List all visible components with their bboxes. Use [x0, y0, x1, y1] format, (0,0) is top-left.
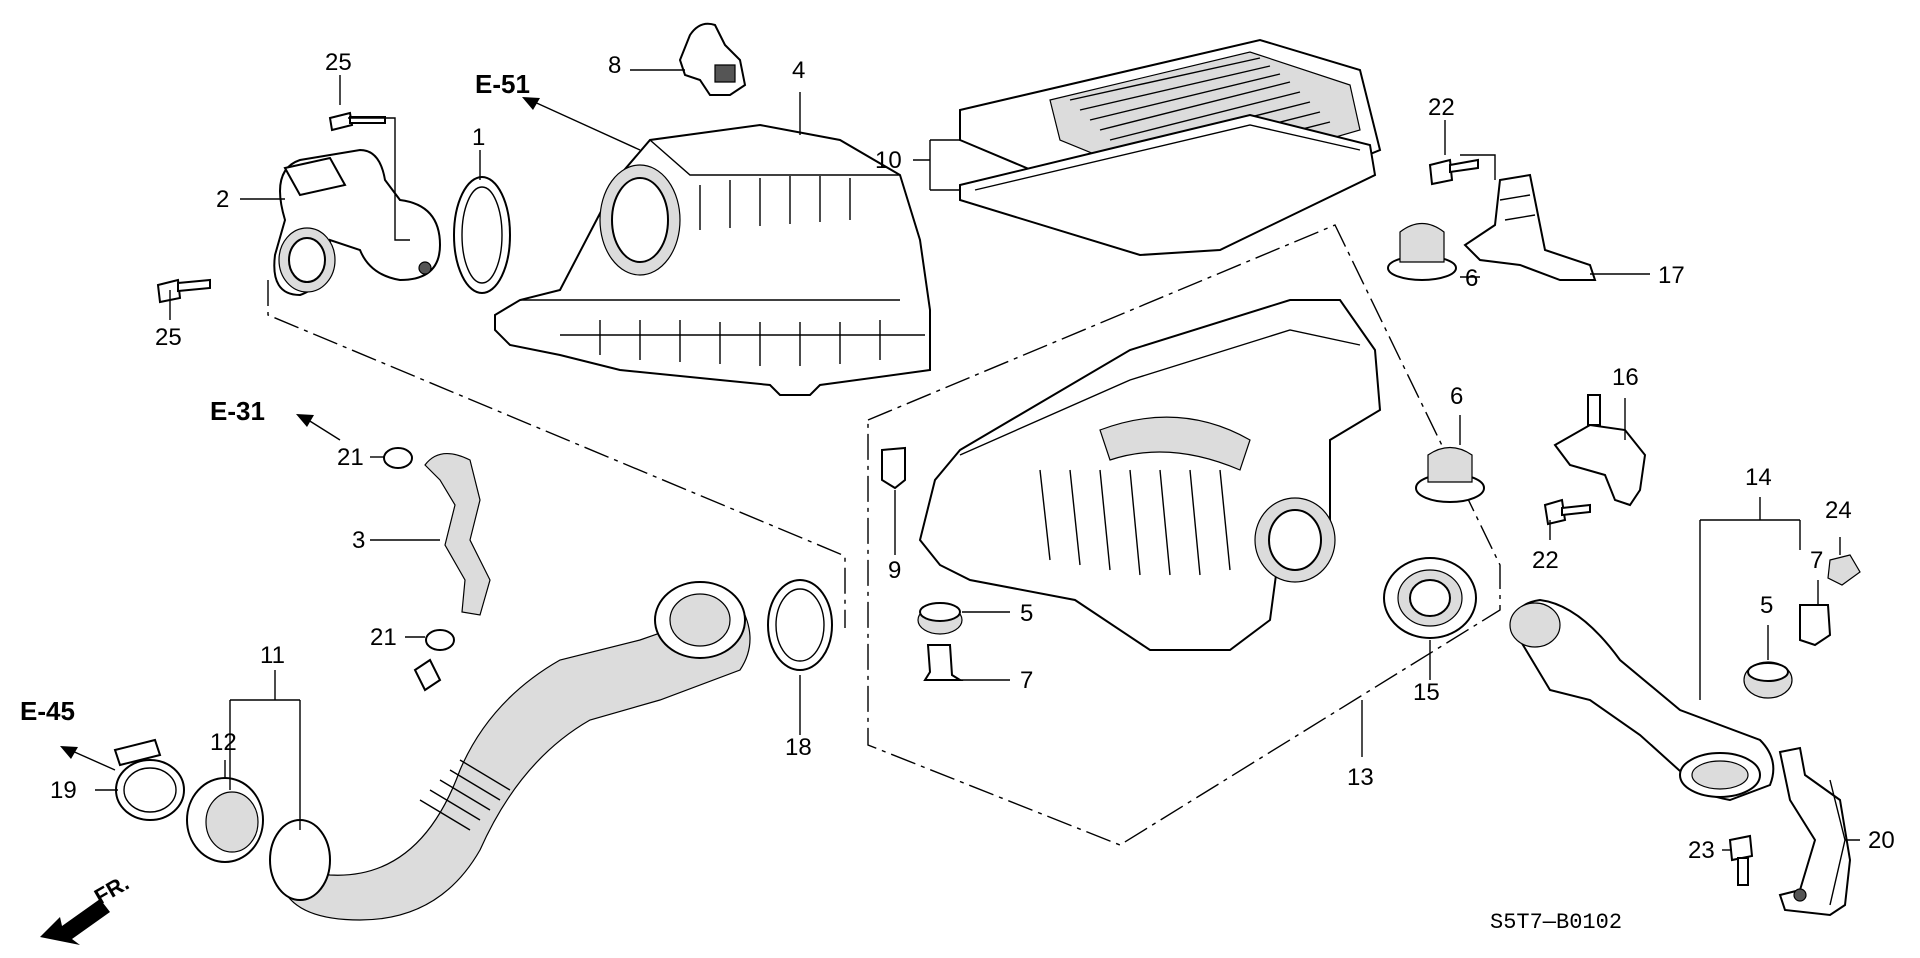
mount-5-left	[917, 602, 963, 635]
callout-3: 3	[352, 527, 365, 554]
callout-6-lower: 6	[1450, 383, 1463, 410]
collar-7-right	[1799, 604, 1832, 647]
callout-7-left: 7	[1020, 667, 1033, 694]
bolt-23-part	[1728, 834, 1754, 886]
callout-12: 12	[210, 729, 237, 756]
callout-19: 19	[50, 777, 77, 804]
bolt-25-lower	[156, 278, 211, 304]
callout-11: 11	[260, 642, 285, 669]
bolt-22-upper	[1428, 158, 1479, 186]
nut-24-part	[1827, 554, 1861, 586]
reference-e45: E-45	[20, 696, 75, 726]
callout-5-right: 5	[1760, 592, 1773, 619]
bracket-16-part	[1553, 394, 1647, 507]
callout-25-upper: 25	[325, 49, 352, 76]
upper-housing-part	[494, 123, 931, 396]
clamp-19-part	[113, 738, 185, 821]
drawing-code: S5T7—B0102	[1490, 910, 1622, 935]
callout-20: 20	[1868, 827, 1895, 854]
callout-5-left: 5	[1020, 600, 1033, 627]
callout-13: 13	[1347, 764, 1374, 791]
resonator-12-part	[186, 777, 264, 863]
group-outline-box	[867, 224, 1501, 846]
callout-1: 1	[472, 124, 485, 151]
leader-lines	[95, 69, 1860, 906]
callout-24: 24	[1825, 497, 1852, 524]
mount-5-right	[1743, 661, 1793, 699]
intake-duct-14-part	[1509, 598, 1775, 802]
reference-e31: E-31	[210, 396, 265, 426]
callout-10: 10	[875, 147, 902, 174]
air-filter-part	[959, 38, 1382, 257]
clip-part-8	[678, 22, 747, 96]
callout-18: 18	[785, 734, 812, 761]
intake-tube-11-part	[269, 581, 751, 921]
collar-7-left	[923, 644, 964, 681]
callout-7-right: 7	[1810, 547, 1823, 574]
group-outline-upper	[267, 280, 846, 628]
reference-arrows	[60, 97, 641, 771]
callout-21-upper: 21	[337, 444, 364, 471]
callout-22-lower: 22	[1532, 547, 1559, 574]
clamp-21-lower	[425, 629, 455, 651]
reference-e51: E-51	[475, 69, 530, 99]
gasket-ring-part	[453, 176, 511, 294]
callout-4: 4	[792, 57, 805, 84]
bracket-17-part	[1463, 173, 1597, 281]
hose-3-part	[424, 453, 491, 616]
intake-elbow-part	[273, 148, 442, 297]
front-direction-arrow-icon	[40, 899, 110, 945]
bolt-25-upper	[328, 111, 386, 132]
callout-9: 9	[888, 557, 901, 584]
callout-8: 8	[608, 52, 621, 79]
callout-23: 23	[1688, 837, 1715, 864]
callout-17: 17	[1658, 262, 1685, 289]
clip-part-9	[881, 446, 906, 490]
grommet-6-lower	[1415, 446, 1485, 503]
clamp-21-upper	[383, 447, 413, 469]
callout-6-upper: 6	[1465, 265, 1478, 292]
callout-25-lower: 25	[155, 324, 182, 351]
bolt-22-lower	[1543, 498, 1591, 526]
lower-housing-part	[918, 299, 1382, 651]
callout-21-lower: 21	[370, 624, 397, 651]
callout-22-upper: 22	[1428, 94, 1455, 121]
seal-15-part	[1383, 557, 1477, 639]
grommet-6-upper	[1387, 222, 1457, 281]
callout-labels: 25 25 2 1 8 4 10 22 17 6 6 16 21 3 21 9 …	[50, 49, 1895, 864]
callout-16: 16	[1612, 364, 1639, 391]
callout-14: 14	[1745, 464, 1772, 491]
band-18-part	[767, 579, 833, 671]
callout-2: 2	[216, 186, 229, 213]
bracket-20-part	[1778, 746, 1852, 917]
callout-15: 15	[1413, 679, 1440, 706]
